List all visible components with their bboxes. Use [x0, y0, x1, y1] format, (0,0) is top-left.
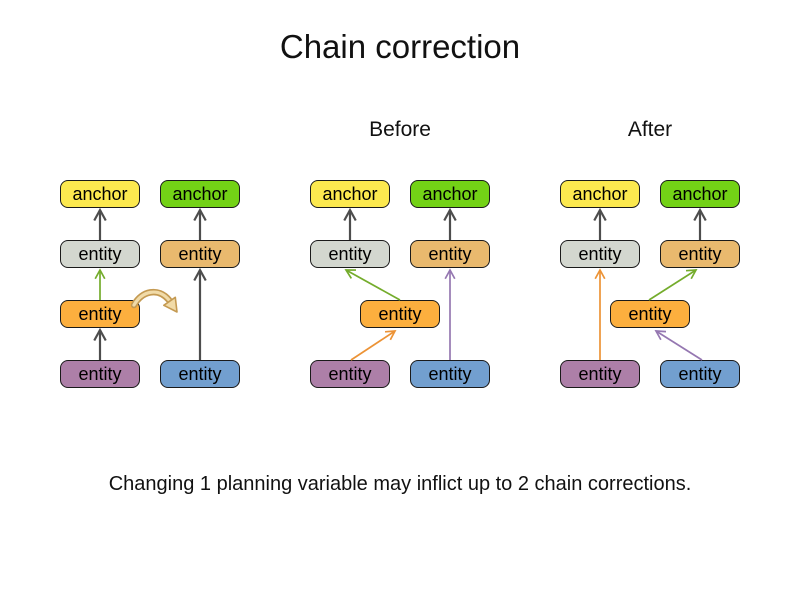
node-entity-orange-before: entity: [360, 300, 440, 328]
node-entity-blue-after: entity: [660, 360, 740, 388]
node-anchor-green-after: anchor: [660, 180, 740, 208]
node-entity-purple-before: entity: [310, 360, 390, 388]
node-anchor-yellow-after: anchor: [560, 180, 640, 208]
node-anchor-yellow-initial: anchor: [60, 180, 140, 208]
node-entity-purple-initial: entity: [60, 360, 140, 388]
node-entity-blue-initial: entity: [160, 360, 240, 388]
node-entity-gray-initial: entity: [60, 240, 140, 268]
node-entity-orange-after: entity: [610, 300, 690, 328]
label-after: After: [627, 118, 673, 141]
node-entity-tan-initial: entity: [160, 240, 240, 268]
node-anchor-green-initial: anchor: [160, 180, 240, 208]
page-title: Chain correction: [279, 28, 521, 65]
node-entity-gray-before: entity: [310, 240, 390, 268]
node-anchor-green-before: anchor: [410, 180, 490, 208]
node-entity-tan-before: entity: [410, 240, 490, 268]
node-entity-gray-after: entity: [560, 240, 640, 268]
node-entity-orange-initial: entity: [60, 300, 140, 328]
node-entity-blue-before: entity: [410, 360, 490, 388]
node-entity-purple-after: entity: [560, 360, 640, 388]
node-entity-tan-after: entity: [660, 240, 740, 268]
node-anchor-yellow-before: anchor: [310, 180, 390, 208]
caption: Changing 1 planning variable may inflict…: [108, 473, 692, 495]
label-before: Before: [369, 118, 431, 141]
